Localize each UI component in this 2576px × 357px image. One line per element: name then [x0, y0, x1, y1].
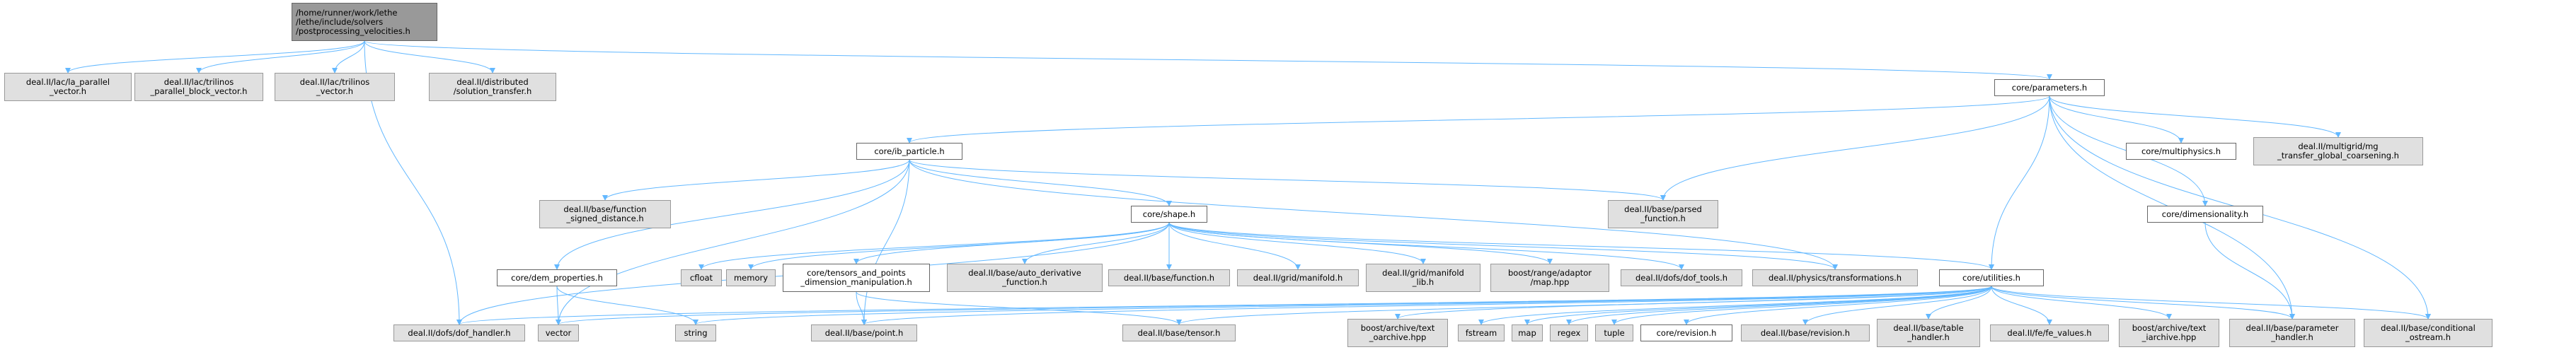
- edge-parameters-to-utilities: [1989, 95, 2050, 270]
- edge-shape-to-transformations: [1168, 222, 1838, 270]
- node-manifold-lib: deal.II/grid/manifold _lib.h: [1366, 264, 1480, 292]
- edge-dem_properties-to-string: [556, 286, 698, 325]
- edge-parameters-to-ib_particle: [907, 95, 2050, 144]
- edge-utilities-to-point: [861, 286, 1992, 325]
- edge-shape-to-manifold_lib: [1168, 222, 1426, 264]
- edge-ib_particle-to-dem_properties: [554, 159, 910, 270]
- node-transformations: deal.II/physics/transformations.h: [1752, 269, 1918, 286]
- node-base-revision: deal.II/base/revision.h: [1741, 324, 1870, 341]
- edge-ib_particle-to-vector: [556, 159, 910, 325]
- edge-tensors_points-to-point: [856, 291, 867, 325]
- edge-shape-to-cfloat: [698, 222, 1170, 270]
- edge-parameters-to-multiphysics: [2049, 95, 2184, 144]
- edge-dimensionality-to-parameter_handler: [2204, 222, 2295, 320]
- edge-utilities-to-table_handler: [1926, 286, 1992, 320]
- node-utilities[interactable]: core/utilities.h: [1939, 269, 2044, 286]
- node-dem-properties[interactable]: core/dem_properties.h: [497, 269, 617, 286]
- edge-ib_particle-to-shape: [909, 159, 1172, 206]
- node-dimensionality[interactable]: core/dimensionality.h: [2147, 206, 2263, 223]
- node-shape[interactable]: core/shape.h: [1131, 206, 1207, 223]
- edge-utilities-to-regex: [1566, 286, 1992, 325]
- edge-utilities-to-core_revision: [1684, 286, 1992, 325]
- edge-utilities-to-parameter_handler: [1991, 286, 2295, 320]
- node-boost-map: boost/range/adaptor /map.hpp: [1490, 264, 1609, 292]
- node-tensor: deal.II/base/tensor.h: [1122, 324, 1236, 341]
- node-text-oarchive: boost/archive/text _oarchive.hpp: [1347, 319, 1448, 347]
- node-tuple: tuple: [1595, 324, 1633, 341]
- edge-shape-to-tensors_points: [853, 222, 1170, 264]
- node-function-signed: deal.II/base/function _signed_distance.h: [539, 200, 671, 228]
- node-mg-transfer: deal.II/multigrid/mg _transfer_global_co…: [2253, 137, 2423, 165]
- edge-utilities-to-vector: [556, 286, 1992, 325]
- edge-utilities-to-fe_values: [1991, 286, 2052, 325]
- node-parameter-handler: deal.II/base/parameter _handler.h: [2229, 319, 2355, 347]
- edge-utilities-to-base_revision: [1802, 286, 1992, 325]
- node-cfloat: cfloat: [681, 269, 722, 286]
- edge-shape-to-grid_manifold: [1168, 222, 1301, 270]
- node-fa-parallel: deal.II/lac/la_parallel _vector.h: [4, 73, 132, 101]
- edge-root-to-fa_parallel: [65, 40, 365, 74]
- edge-parameters-to-mg_transfer: [2049, 95, 2341, 138]
- edge-ib_particle-to-transformations: [909, 159, 1838, 270]
- edge-utilities-to-string: [693, 286, 1992, 325]
- edge-dem_properties-to-vector: [555, 286, 561, 325]
- node-dof-handler: deal.II/dofs/dof_handler.h: [393, 324, 525, 341]
- node-point: deal.II/base/point.h: [811, 324, 917, 341]
- node-text-iarchive: boost/archive/text _iarchive.hpp: [2119, 319, 2219, 347]
- node-root: /home/runner/work/lethe /lethe/include/s…: [292, 3, 437, 41]
- edge-utilities-to-text_iarchive: [1991, 286, 2172, 320]
- edge-utilities-to-text_oarchive: [1395, 286, 1992, 320]
- edge-root-to-parameters: [364, 40, 2052, 80]
- edge-root-to-trilinos_block: [196, 40, 365, 74]
- node-trilinos-block: deal.II/lac/trilinos _parallel_block_vec…: [134, 73, 263, 101]
- edge-utilities-to-tuple: [1611, 286, 1992, 325]
- edge-root-to-solution_transfer: [364, 40, 495, 74]
- node-table-handler: deal.II/base/table _handler.h: [1877, 319, 1980, 347]
- edge-root-to-trilinos_vector: [332, 40, 365, 74]
- node-regex: regex: [1550, 324, 1588, 341]
- node-multiphysics[interactable]: core/multiphysics.h: [2126, 143, 2236, 160]
- edge-ib_particle-to-parsed_function: [909, 159, 1666, 201]
- node-parsed-function: deal.II/base/parsed _function.h: [1608, 200, 1718, 228]
- node-string: string: [675, 324, 716, 341]
- node-tensors-points[interactable]: core/tensors_and_points _dimension_manip…: [783, 264, 930, 292]
- edge-parameters-to-parsed_function: [1660, 95, 2050, 201]
- node-vector: vector: [538, 324, 579, 341]
- node-grid-manifold: deal.II/grid/manifold.h: [1237, 269, 1359, 286]
- edge-shape-to-utilities: [1168, 222, 1994, 270]
- node-fe-values: deal.II/fe/fe_values.h: [1990, 324, 2109, 341]
- edge-utilities-to-conditional_ostream: [1991, 286, 2431, 320]
- node-trilinos-vector: deal.II/lac/trilinos _vector.h: [275, 73, 395, 101]
- node-auto-derivative: deal.II/base/auto_derivative _function.h: [947, 264, 1103, 292]
- edge-ib_particle-to-function_signed: [602, 159, 910, 201]
- edge-shape-to-dof_tools: [1168, 222, 1684, 270]
- node-conditional-ostream: deal.II/base/conditional _ostream.h: [2364, 319, 2492, 347]
- node-base-function: deal.II/base/function.h: [1108, 269, 1230, 286]
- node-ib-particle[interactable]: core/ib_particle.h: [856, 143, 962, 160]
- node-fstream: fstream: [1458, 324, 1505, 341]
- edge-shape-to-auto_derivative: [1022, 222, 1170, 264]
- node-core-revision[interactable]: core/revision.h: [1640, 324, 1732, 341]
- node-map: map: [1512, 324, 1543, 341]
- node-memory: memory: [726, 269, 776, 286]
- node-solution-transfer: deal.II/distributed /solution_transfer.h: [429, 73, 556, 101]
- node-parameters[interactable]: core/parameters.h: [1994, 79, 2105, 96]
- node-dof-tools: deal.II/dofs/dof_tools.h: [1621, 269, 1742, 286]
